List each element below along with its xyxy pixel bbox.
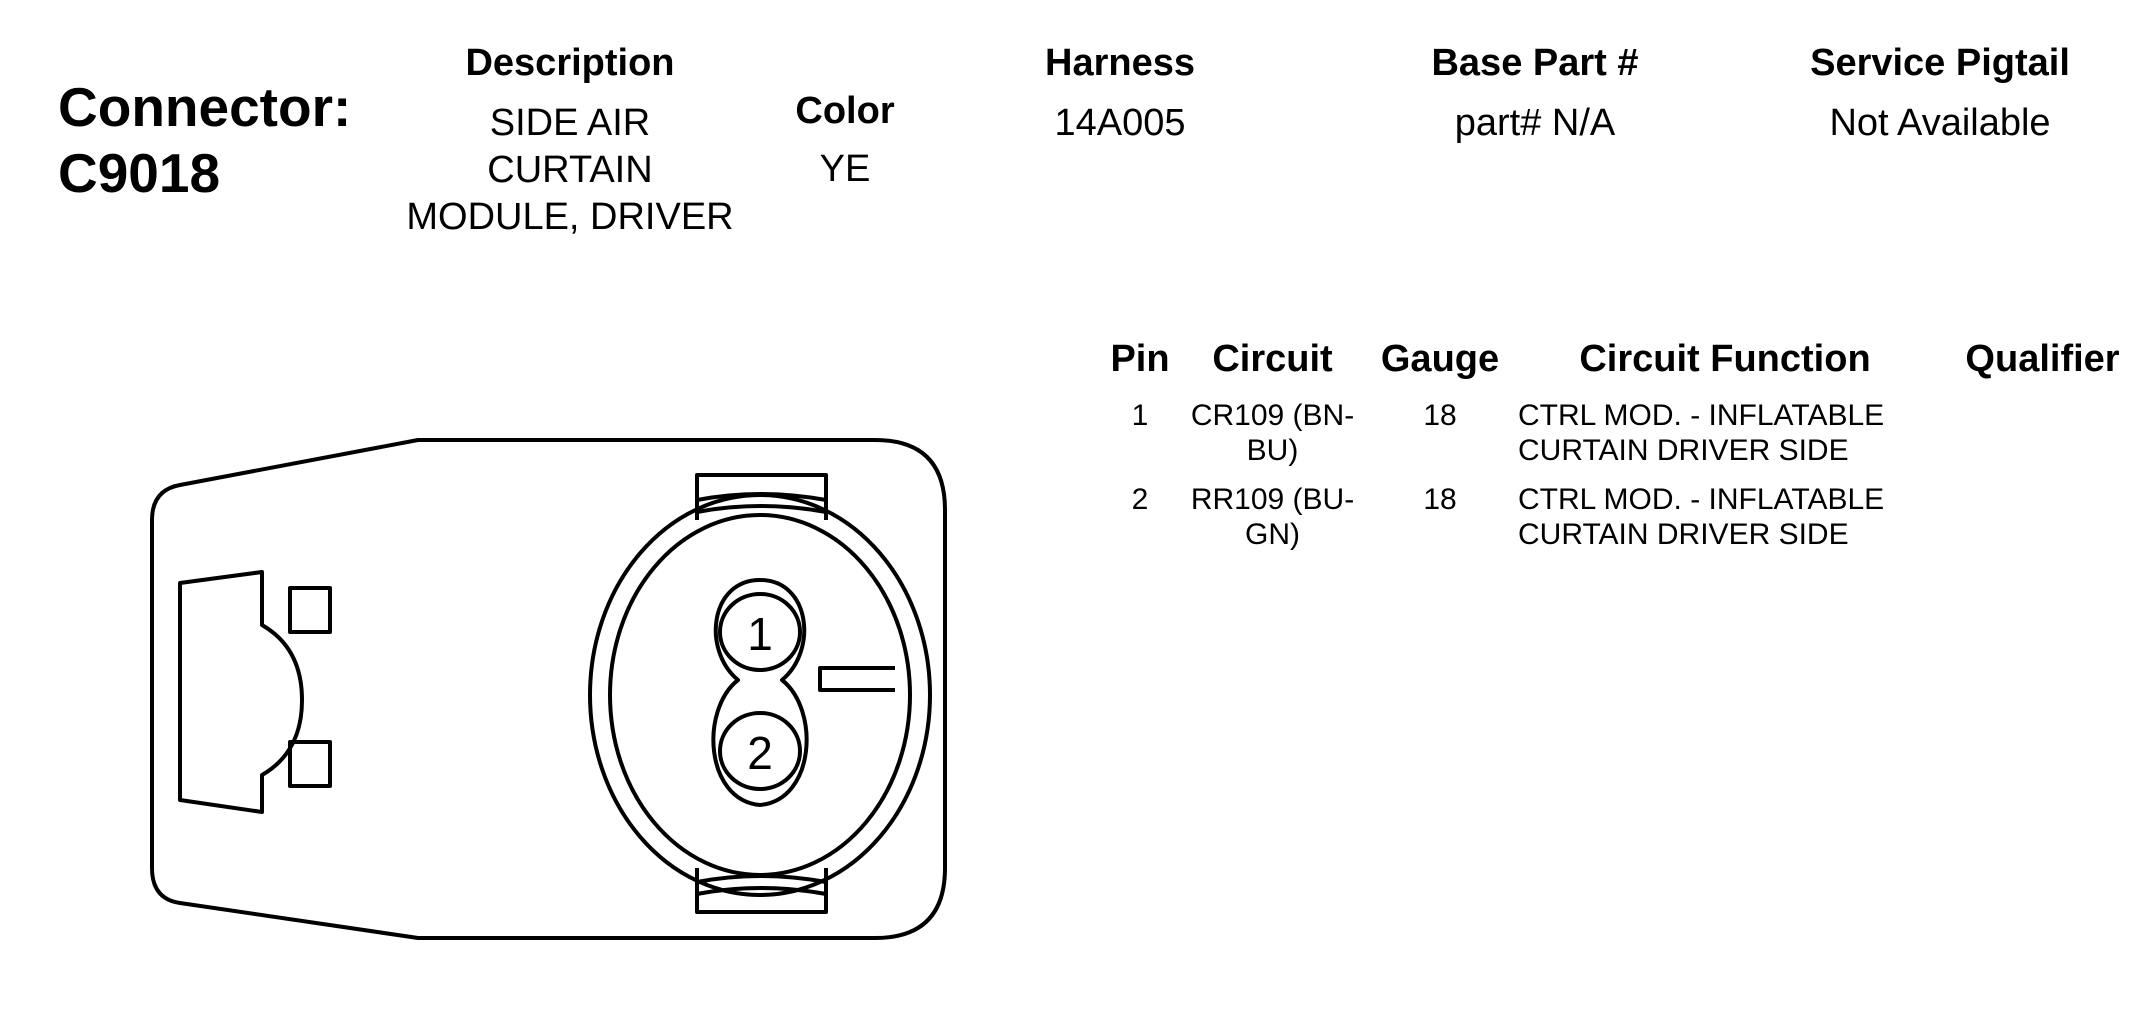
service-pigtail-value: Not Available bbox=[1829, 102, 2051, 144]
top-rib-arc bbox=[696, 492, 827, 502]
pin-2-label: 2 bbox=[747, 727, 773, 779]
base-part-header: Base Part # bbox=[1431, 42, 1639, 84]
pin-header: Pin bbox=[1110, 338, 1170, 380]
function-line: CURTAIN DRIVER SIDE bbox=[1518, 434, 1849, 467]
gauge-header: Gauge bbox=[1380, 338, 1500, 380]
circuit-line: GN) bbox=[1245, 518, 1300, 551]
table-row-circuit: RR109 (BU- GN) bbox=[1170, 482, 1375, 552]
pin-cavity-outline bbox=[711, 578, 809, 807]
top-rib bbox=[695, 473, 828, 520]
color-header: Color bbox=[795, 90, 895, 132]
description-header: Description bbox=[465, 42, 675, 84]
cavity-outer-ring bbox=[588, 493, 932, 897]
function-line: CTRL MOD. - INFLATABLE bbox=[1518, 399, 1885, 432]
pin-1-label: 1 bbox=[747, 608, 773, 660]
circuit-header: Circuit bbox=[1212, 338, 1333, 380]
description-line: SIDE AIR bbox=[489, 102, 651, 144]
circuit-function-header: Circuit Function bbox=[1579, 338, 1871, 380]
function-line: CTRL MOD. - INFLATABLE bbox=[1518, 483, 1885, 516]
function-line: CURTAIN DRIVER SIDE bbox=[1518, 518, 1849, 551]
table-row-pin: 1 bbox=[1131, 399, 1149, 432]
qualifier-header: Qualifier bbox=[1965, 338, 2120, 380]
harness-value: 14A005 bbox=[1054, 102, 1186, 144]
table-row-function: CTRL MOD. - INFLATABLE CURTAIN DRIVER SI… bbox=[1518, 482, 1938, 552]
latch-square-top bbox=[288, 586, 332, 634]
latch-square-bottom bbox=[288, 740, 332, 788]
circuit-line: RR109 (BU- bbox=[1190, 483, 1355, 516]
base-part-value: part# N/A bbox=[1454, 102, 1616, 144]
bottom-rib bbox=[695, 868, 828, 914]
connector-id: C9018 bbox=[58, 142, 221, 204]
top-rib-arc bbox=[696, 504, 827, 514]
cavity-inner-ring bbox=[608, 513, 912, 877]
circuit-line: CR109 (BN- bbox=[1190, 399, 1355, 432]
table-row-function: CTRL MOD. - INFLATABLE CURTAIN DRIVER SI… bbox=[1518, 398, 1938, 468]
connector-title: Connector: C9018 bbox=[58, 74, 351, 206]
connector-label: Connector: bbox=[58, 76, 352, 138]
color-value: YE bbox=[819, 148, 871, 190]
circuit-line: BU) bbox=[1246, 434, 1299, 467]
key-notch bbox=[818, 666, 895, 692]
table-row-gauge: 18 bbox=[1423, 399, 1457, 432]
description-line: CURTAIN bbox=[487, 149, 653, 191]
description-line: MODULE, DRIVER bbox=[406, 196, 734, 238]
harness-header: Harness bbox=[1045, 42, 1195, 84]
bottom-rib-arc bbox=[696, 874, 827, 884]
description-value: SIDE AIR CURTAIN MODULE, DRIVER bbox=[380, 100, 760, 241]
connector-housing-outline bbox=[150, 438, 947, 940]
table-row-pin: 2 bbox=[1131, 483, 1149, 516]
table-row-gauge: 18 bbox=[1423, 483, 1457, 516]
service-pigtail-header: Service Pigtail bbox=[1810, 42, 2070, 84]
latch-tab bbox=[178, 570, 304, 814]
pin-1-circle bbox=[718, 592, 802, 672]
table-row-circuit: CR109 (BN- BU) bbox=[1170, 398, 1375, 468]
pin-2-circle bbox=[718, 711, 802, 791]
bottom-rib-arc bbox=[696, 886, 827, 896]
